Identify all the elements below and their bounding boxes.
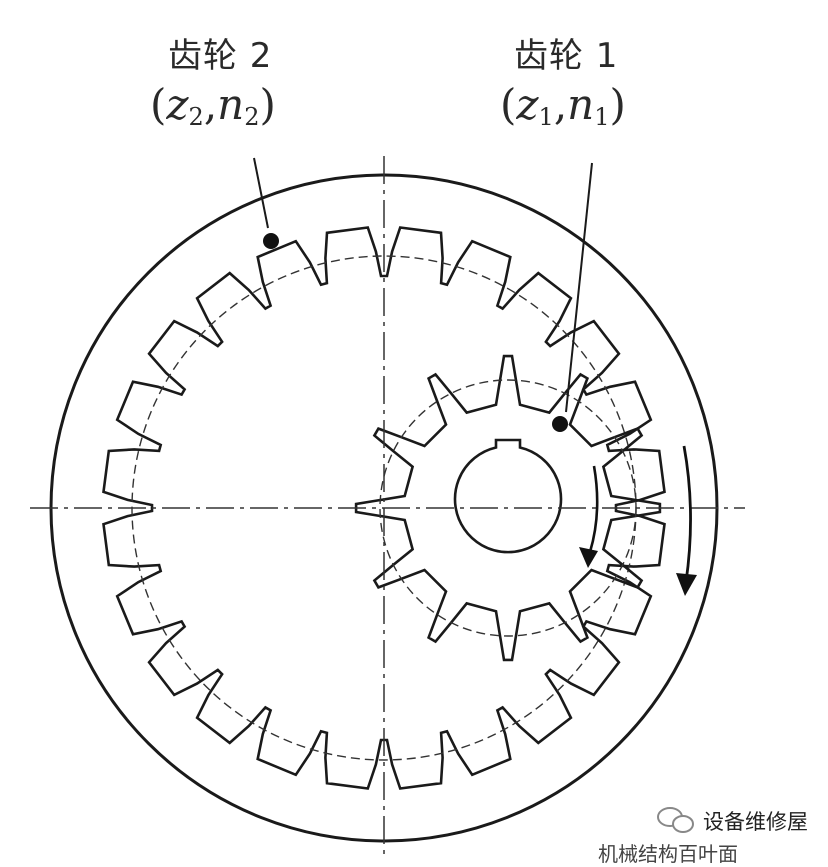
gear2-open-paren: ( — [150, 80, 167, 129]
pinion-keyed-bore — [453, 438, 563, 554]
gear1-n: n — [567, 80, 595, 129]
gear1-close-paren: ) — [609, 80, 626, 129]
pinion-rotation-arrowhead — [579, 547, 598, 568]
watermark-line1: 设备维修屋 — [703, 810, 808, 834]
internal-gear-teeth — [102, 226, 666, 790]
gear1-open-paren: ( — [500, 80, 517, 129]
watermark-line2: 机械结构百叶面 — [598, 842, 738, 866]
gear2-leader-line — [253, 157, 269, 229]
ring-rotation-arrowhead — [676, 573, 697, 596]
gear1-z-sub: 1 — [538, 103, 554, 131]
gear1-sep: , — [553, 80, 568, 129]
wechat-logo-icon — [657, 807, 694, 833]
gear2-n: n — [217, 80, 245, 129]
gear2-sep: , — [203, 80, 218, 129]
pinion-rotation-arrow — [588, 465, 599, 553]
gear1-name-label: 齿轮 1 — [514, 36, 619, 76]
gear2-close-paren: ) — [259, 80, 276, 129]
gear2-z-sub: 2 — [188, 103, 204, 131]
gear2-variables-label: (z2,n2) — [150, 80, 276, 131]
gear1-variables-label: (z1,n1) — [500, 80, 626, 131]
gear1-n-sub: 1 — [594, 103, 610, 131]
ring-rotation-arrow — [682, 445, 692, 583]
gear1-marker-dot — [552, 416, 568, 432]
pinion-teeth — [354, 354, 662, 662]
gear1-leader-line — [565, 162, 593, 413]
gear1-z: z — [516, 80, 539, 129]
gear2-name-label: 齿轮 2 — [168, 36, 273, 76]
gear2-z: z — [166, 80, 189, 129]
gear2-n-sub: 2 — [244, 103, 260, 131]
gear2-marker-dot — [263, 233, 279, 249]
